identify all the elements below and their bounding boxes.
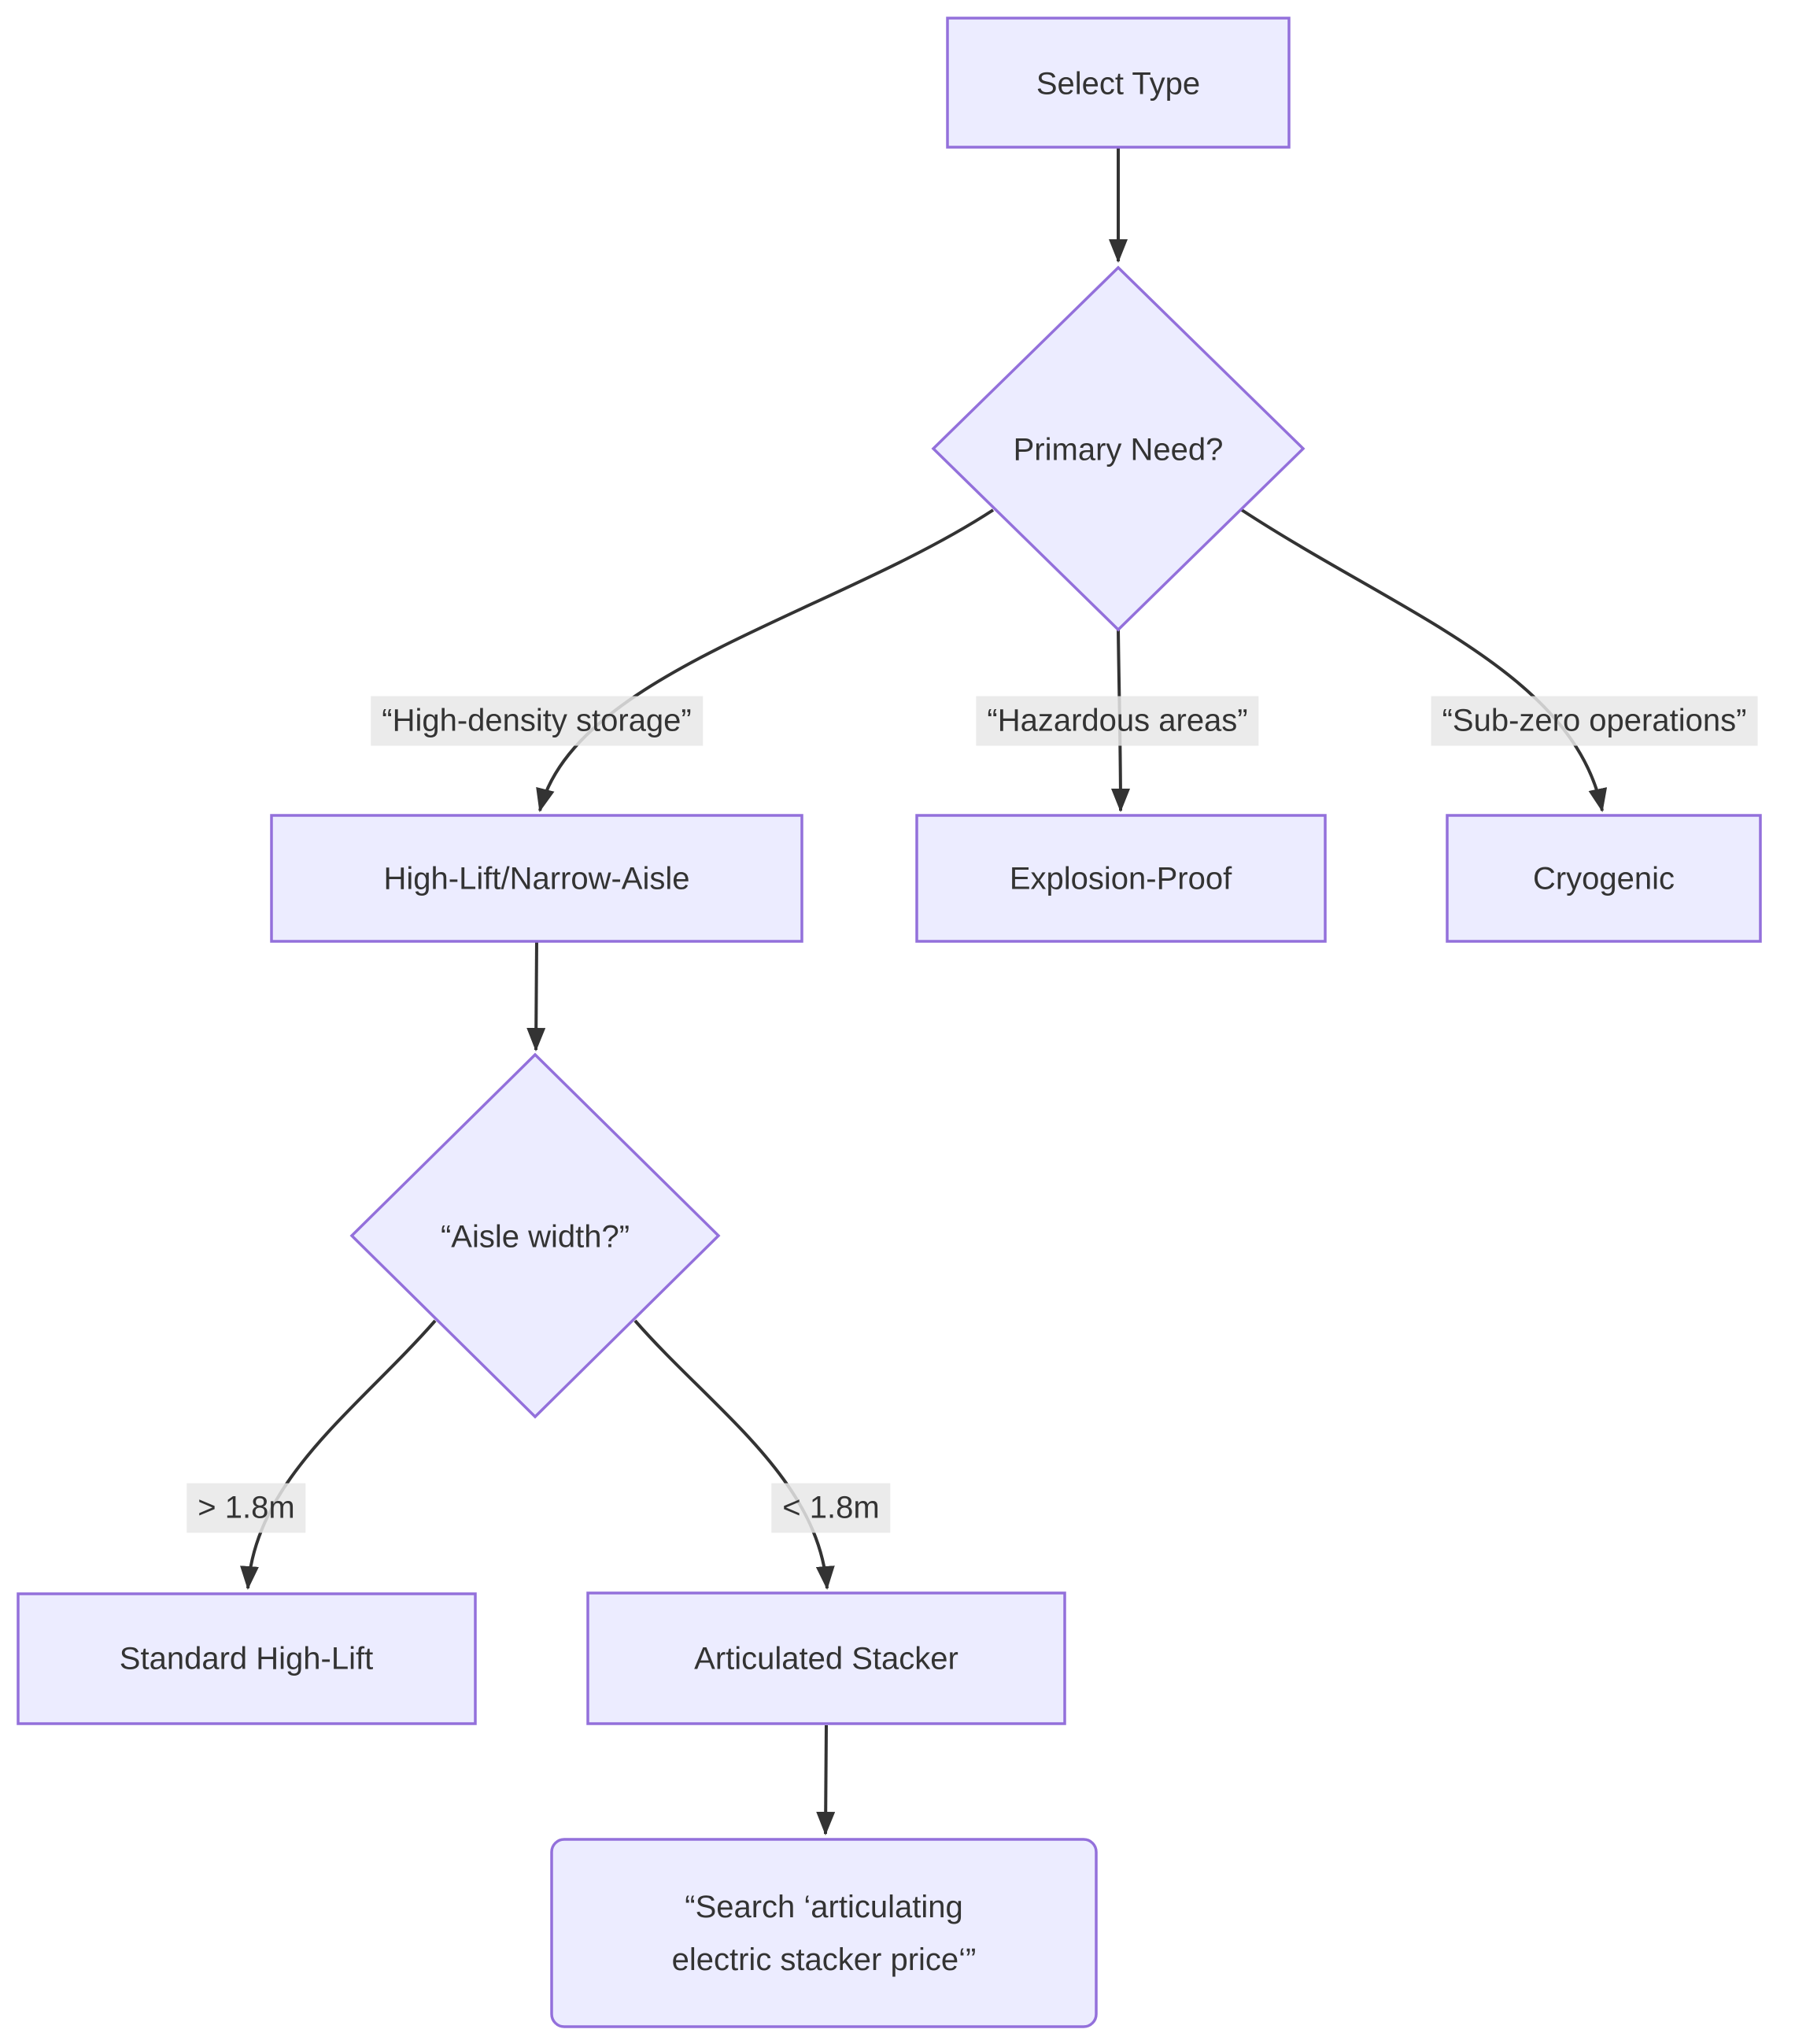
node-shape-explosion-proof [915,814,1327,943]
edge-primary-need-to-high-lift [536,508,995,812]
edge-aisle-width-to-standard-high-lift [240,1319,437,1590]
node-label-explosion-proof: Explosion-Proof [1009,861,1232,896]
node-label-select-type: Select Type [1036,66,1201,102]
node-shape-aisle-width-diamond [349,1052,721,1419]
edge-primary-need-to-cryogenic [1240,508,1608,812]
edge-label-gt-1-8m: > 1.8m [187,1483,306,1533]
node-label-search-action: “Search ‘articulating electric stacker p… [672,1881,977,1987]
node-shape-standard-high-lift [17,1592,477,1725]
node-shape-select-type [946,17,1291,149]
node-label-standard-high-lift: Standard High-Lift [119,1641,374,1676]
node-label-aisle-width: “Aisle width?” [440,1219,630,1255]
edge-label-high-density-storage: “High-density storage” [371,696,703,746]
edge-label-lt-1-8m: < 1.8m [771,1483,891,1533]
node-label-high-lift-narrow-aisle: High-Lift/Narrow-Aisle [383,861,690,896]
edge-label-sub-zero-operations: “Sub-zero operations” [1431,696,1758,746]
node-shape-search-action [550,1838,1098,2028]
node-label-search-action-line1: “Search ‘articulating [685,1889,963,1924]
node-label-primary-need: Primary Need? [1013,432,1224,468]
edge-articulated-stacker-to-search [816,1724,836,1835]
node-label-cryogenic: Cryogenic [1532,861,1675,896]
edge-high-lift-to-aisle-width [526,940,546,1052]
node-shape-high-lift-narrow-aisle [270,814,803,943]
node-shape-articulated-stacker [586,1591,1066,1725]
node-shape-cryogenic [1446,814,1762,943]
edge-label-hazardous-areas: “Hazardous areas” [976,696,1259,746]
node-label-search-action-line2: electric stacker price‘” [671,1942,977,1977]
edge-aisle-width-to-articulated-stacker [633,1319,835,1590]
node-label-articulated-stacker: Articulated Stacker [694,1641,958,1676]
node-shape-primary-need-diamond [931,265,1306,632]
